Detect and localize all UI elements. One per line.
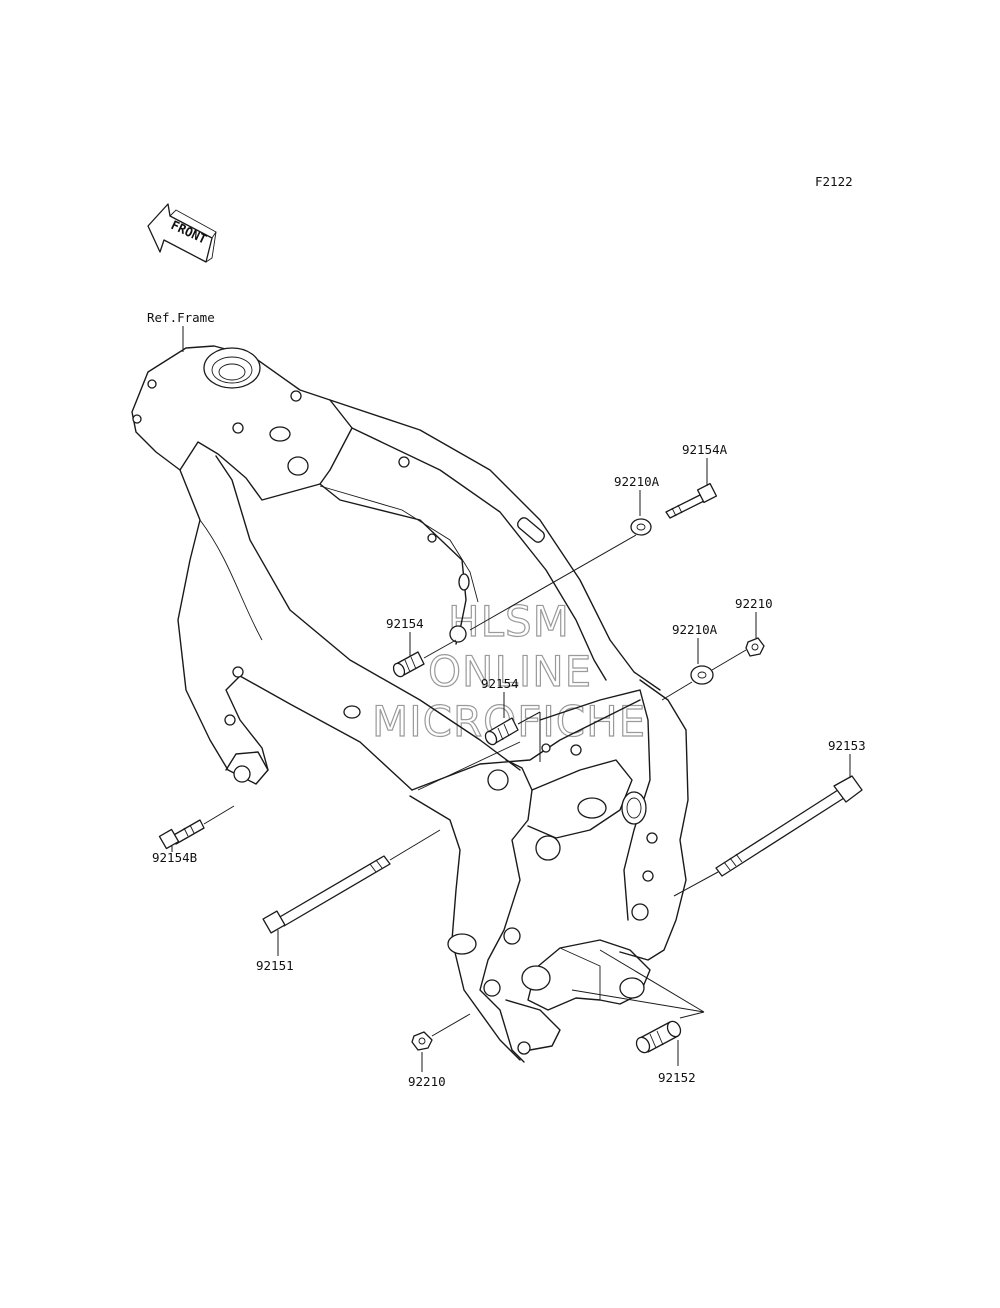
front-arrow-icon: FRONT <box>147 203 217 263</box>
label-92210a-top: 92210A <box>614 474 660 489</box>
washer-92210a-top <box>630 518 652 536</box>
nut-92210-right <box>745 637 765 657</box>
label-92154-upper: 92154 <box>386 616 424 631</box>
label-92210-right: 92210 <box>735 596 773 611</box>
washer-92210a-mid <box>690 665 714 685</box>
bolt-92153 <box>715 775 863 877</box>
ref-frame-label: Ref.Frame <box>147 310 215 325</box>
watermark-line-2: ONLINE <box>428 647 592 696</box>
nut-92210-bottom <box>411 1031 433 1051</box>
collar-92154-upper <box>392 651 425 678</box>
label-92154a: 92154A <box>682 442 728 457</box>
label-92154b: 92154B <box>152 850 197 865</box>
collar-92152 <box>635 1020 682 1054</box>
watermark-line-1: HLSM <box>448 597 570 646</box>
motorcycle-frame <box>131 345 689 1063</box>
label-92210a-mid: 92210A <box>672 622 718 637</box>
bolt-92151 <box>262 855 391 934</box>
label-92153: 92153 <box>828 738 866 753</box>
bolt-92154a <box>665 482 718 519</box>
label-92152: 92152 <box>658 1070 696 1085</box>
figure-code: F2122 <box>815 174 853 189</box>
bolt-92154b <box>158 819 205 850</box>
label-92154-lower: 92154 <box>481 676 519 691</box>
label-92151: 92151 <box>256 958 294 973</box>
label-92210-bottom: 92210 <box>408 1074 446 1089</box>
collar-92154-lower <box>484 717 519 746</box>
